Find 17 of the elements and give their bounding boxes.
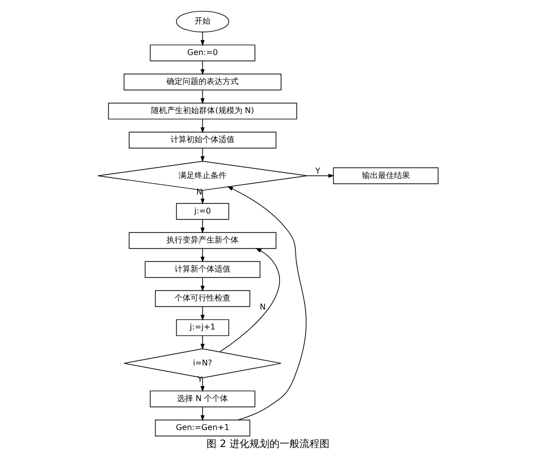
- arrow: [200, 277, 205, 292]
- arrow: [200, 60, 205, 76]
- arrow: [200, 378, 205, 392]
- arrow: [200, 148, 205, 162]
- arrow: [200, 32, 205, 46]
- arrow: [200, 248, 205, 263]
- arrow: [307, 174, 334, 178]
- arrow: [200, 90, 205, 104]
- arrow: [200, 190, 205, 204]
- arrow: [227, 186, 307, 420]
- arrow: [200, 306, 205, 321]
- arrow: [200, 118, 205, 134]
- caption: 图 2 进化规划的一般流程图: [206, 439, 330, 450]
- arrow: [200, 406, 205, 422]
- arrow: [219, 248, 280, 352]
- arrow: [200, 219, 205, 234]
- arrow: [200, 336, 205, 350]
